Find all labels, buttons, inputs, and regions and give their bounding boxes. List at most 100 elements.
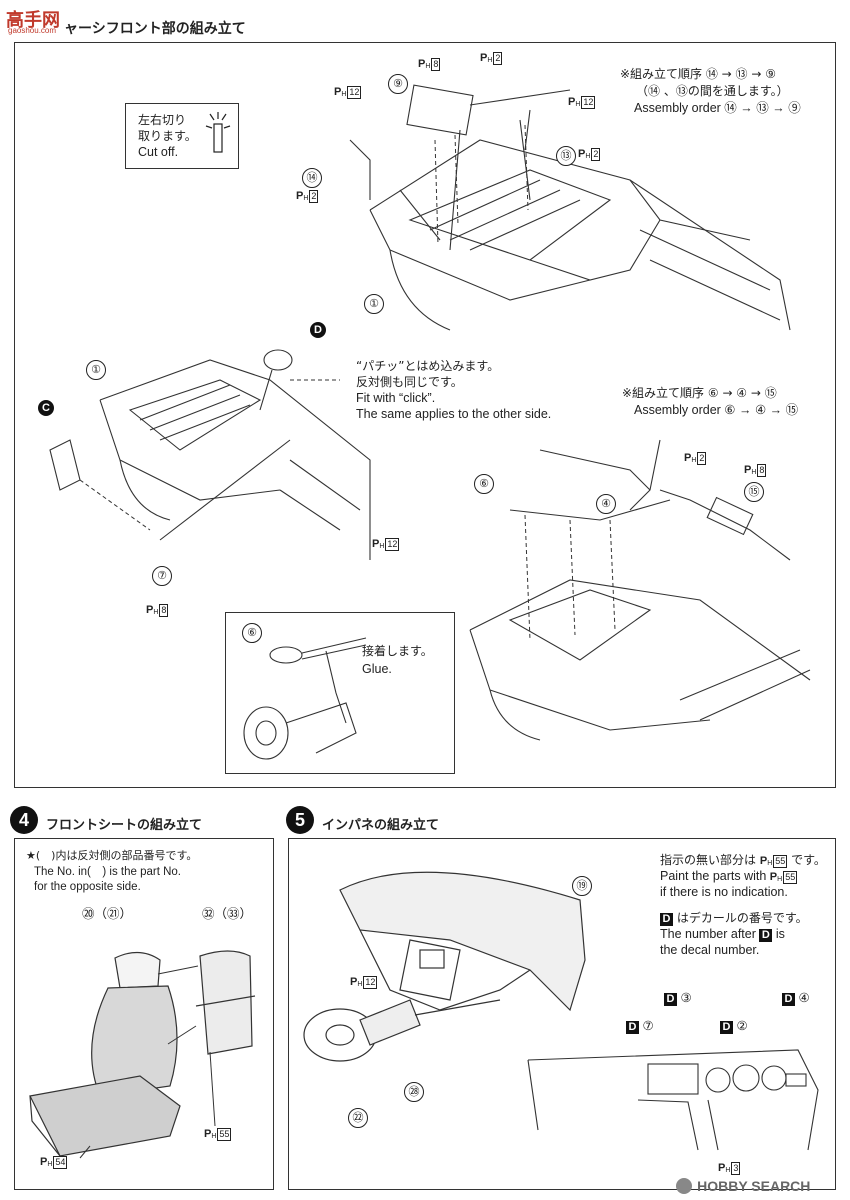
step4-number: 4 xyxy=(10,806,38,834)
step5-decal-box-2: D xyxy=(759,929,773,942)
site-logo: 高手网 gaoshou.com xyxy=(6,6,82,36)
section-title: ャーシフロント部の組み立て xyxy=(64,21,246,37)
decal-4-box: D xyxy=(782,993,795,1006)
step5-decal-box-1: D xyxy=(660,913,673,926)
cutoff-jp-1: 左右切り xyxy=(138,113,187,127)
click-note-jp-2: 反対側も同じです。 xyxy=(356,375,463,389)
cutoff-jp-2: 取ります。 xyxy=(138,129,197,143)
decal-2-label: D ② xyxy=(720,1018,748,1034)
step5-decal-note-en-3: the decal number. xyxy=(660,943,760,957)
step4-label-b: ㉜（㉝） xyxy=(202,907,253,921)
step4-title: フロントシートの組み立て xyxy=(46,818,203,833)
order1-jp-1: ※組み立て順序 ⑭ → ⑬ → ⑨ xyxy=(620,67,776,81)
step5-paint-note-en-2: if there is no indication. xyxy=(660,885,788,899)
part-6-label: ⑥ xyxy=(474,474,494,494)
decal-7-box: D xyxy=(626,1021,639,1034)
chassis-drawing-upper xyxy=(349,84,791,331)
click-note-en-1: Fit with “click”. xyxy=(356,391,436,405)
decal-7-label: D ⑦ xyxy=(626,1018,654,1034)
glue-callout: ⑥ 接着します。 Glue. xyxy=(225,612,455,774)
decal-3-num: ③ xyxy=(680,991,692,1005)
decal-3-label: D ③ xyxy=(664,990,692,1006)
site-logo-sub: gaoshou.com xyxy=(8,26,57,35)
click-note-jp-1: “パチッ”とはめ込みます。 xyxy=(356,359,500,373)
step5-panel xyxy=(288,838,836,1190)
hobby-search-logo-icon xyxy=(676,1178,692,1194)
watermark-text: HOBBY SEARCH xyxy=(697,1178,811,1194)
step5-paint-note-en-1-text: Paint the parts with xyxy=(660,869,767,883)
step5-number: 5 xyxy=(286,806,314,834)
part-1-upper-label: ① xyxy=(364,294,384,314)
part-7-label: ⑦ xyxy=(152,566,172,586)
chassis-drawing-right xyxy=(469,439,811,741)
site-logo-text: 高手网 xyxy=(6,10,60,30)
watermark: HOBBY SEARCH xyxy=(676,1176,810,1195)
step4-note-en-2: for the opposite side. xyxy=(34,881,141,893)
decal-4-label: D ④ xyxy=(782,990,810,1006)
decal-2-box: D xyxy=(720,1021,733,1034)
part-28-label: ㉘ xyxy=(404,1082,424,1102)
top-panel xyxy=(14,42,836,788)
cutoff-en: Cut off. xyxy=(138,145,179,159)
step5-paint-note-jp-end: です。 xyxy=(791,853,826,867)
step5-decal-note-jp: D はデカールの番号です。 xyxy=(660,910,808,926)
dashboard-drawing xyxy=(303,871,586,1062)
step4-note-jp: ★( )内は反対側の部品番号です。 xyxy=(26,849,198,862)
part-14-label: ⑭ xyxy=(302,168,322,188)
chassis-drawing-left xyxy=(49,349,371,560)
step5-decal-note-jp-text: はデカールの番号です。 xyxy=(676,911,808,925)
step5-title: インパネの組み立て xyxy=(322,818,440,833)
part-6-callout-label: ⑥ xyxy=(242,623,262,643)
decal-2-num: ② xyxy=(736,1019,748,1033)
step4-panel xyxy=(14,838,274,1190)
part-9-label: ⑨ xyxy=(388,74,408,94)
step4-note-en-1: The No. in( ) is the part No. xyxy=(34,866,181,878)
glue-en: Glue. xyxy=(362,662,392,676)
step5-decal-note-en-1: The number after D is xyxy=(660,926,785,942)
step5-decal-note-en-2-text: is xyxy=(775,927,785,941)
order2-en: Assembly order ⑥ → ④ → ⑮ xyxy=(634,403,799,417)
part-15-label: ⑮ xyxy=(744,482,764,502)
order1-en: Assembly order ⑭ → ⑬ → ⑨ xyxy=(634,101,801,115)
glue-detail-drawing xyxy=(243,637,367,760)
order1-jp-2: （⑭ 、⑬の間を通します。） xyxy=(636,84,789,98)
cutoff-callout: 左右切り 取ります。 Cut off. xyxy=(125,103,239,169)
seat-drawing xyxy=(29,950,256,1159)
instrument-panel-detail xyxy=(527,1049,819,1151)
glue-jp: 接着します。 xyxy=(362,644,433,658)
decal-4-num: ④ xyxy=(798,991,810,1005)
part-13-label: ⑬ xyxy=(556,146,576,166)
decal-3-box: D xyxy=(664,993,677,1006)
cutoff-icon xyxy=(205,112,231,153)
part-19-label: ⑲ xyxy=(572,876,592,896)
decal-d-marker: D xyxy=(310,322,326,338)
part-22-label: ㉒ xyxy=(348,1108,368,1128)
part-4-label: ④ xyxy=(596,494,616,514)
click-note-en-2: The same applies to the other side. xyxy=(356,407,552,421)
step4-label-a: ⑳（㉑） xyxy=(82,907,133,921)
order2-jp: ※組み立て順序 ⑥ → ④ → ⑮ xyxy=(622,386,777,400)
step5-paint-note-jp-text: 指示の無い部分は xyxy=(660,853,757,867)
decal-c-marker: C xyxy=(38,400,54,416)
decal-7-num: ⑦ xyxy=(642,1019,654,1033)
part-1-left-label: ① xyxy=(86,360,106,380)
step5-decal-note-en-1-text: The number after xyxy=(660,927,756,941)
